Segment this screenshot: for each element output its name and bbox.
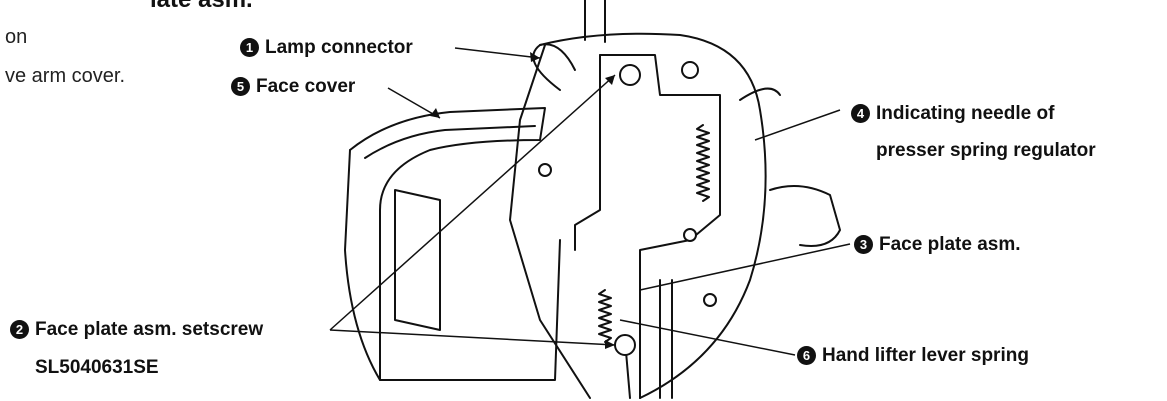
housing-right-outline	[539, 32, 767, 399]
callout-lamp-connector: 1 Lamp connector	[240, 38, 413, 57]
callout-setscrew: 2 Face plate asm. setscrew	[10, 320, 263, 339]
callout-label: Face plate asm. setscrew	[35, 319, 264, 340]
leader-lamp-connector	[454, 47, 541, 59]
callout-number-badge: 5	[231, 77, 250, 96]
leader-indicating-needle	[754, 109, 841, 141]
callout-label: Lamp connector	[265, 37, 413, 58]
face-cover-edge	[344, 149, 381, 381]
leader-face-cover	[387, 87, 441, 119]
callout-face-plate: 3 Face plate asm.	[854, 235, 1021, 254]
arrowhead-face-cover	[430, 108, 440, 118]
instruction-line-1: on	[5, 26, 28, 48]
leader-face-plate	[639, 243, 851, 291]
needle-bar	[659, 279, 673, 399]
thread-guide	[739, 87, 781, 101]
leader-setscrew-top	[329, 74, 616, 331]
lamp-cable	[532, 43, 576, 91]
callout-number-badge: 2	[10, 320, 29, 339]
arrowhead-setscrew-top	[605, 75, 615, 85]
callout-label: Indicating needle of	[876, 103, 1055, 124]
callout-number-badge: 1	[240, 38, 259, 57]
callout-indicating-needle-line2: presser spring regulator	[876, 141, 1096, 160]
callout-label: presser spring regulator	[876, 140, 1096, 161]
section-heading-fragment: late asm.	[150, 0, 253, 12]
small-screw-right	[703, 293, 717, 307]
callout-label: Face plate asm.	[879, 234, 1021, 255]
housing-left-outline	[509, 44, 591, 399]
callout-number-badge: 3	[854, 235, 873, 254]
face-plate-left-edge	[574, 54, 601, 251]
face-plate-screw-top	[619, 64, 641, 86]
leader-hand-lifter-spring	[619, 319, 796, 356]
callout-setscrew-part-number: SL5040631SE	[35, 358, 159, 377]
small-screw-left	[538, 163, 552, 177]
arrowhead-lamp	[530, 52, 540, 62]
callout-number-badge: 6	[797, 346, 816, 365]
callout-number-badge: 4	[851, 104, 870, 123]
face-cover-window	[394, 189, 441, 331]
small-screw-mid	[683, 228, 697, 242]
face-cover-rim	[364, 125, 536, 159]
callout-hand-lifter-spring: 6 Hand lifter lever spring	[797, 346, 1029, 365]
callout-face-cover: 5 Face cover	[231, 77, 355, 96]
callout-label: Face cover	[256, 76, 356, 97]
callout-label: Hand lifter lever spring	[822, 345, 1029, 366]
face-plate-screw-bottom	[614, 334, 636, 356]
arrowhead-setscrew-bottom	[605, 340, 615, 349]
presser-spring	[696, 124, 710, 202]
leader-setscrew-bottom	[329, 329, 616, 346]
instruction-line-2: ve arm cover.	[5, 65, 126, 87]
face-cover-outline	[349, 107, 561, 381]
cover-screw	[681, 61, 699, 79]
side-lever	[769, 185, 841, 247]
callout-label: SL5040631SE	[35, 357, 159, 378]
hand-lifter-spring	[598, 289, 612, 343]
face-plate-outline	[599, 54, 721, 399]
callout-indicating-needle: 4 Indicating needle of	[851, 104, 1054, 123]
